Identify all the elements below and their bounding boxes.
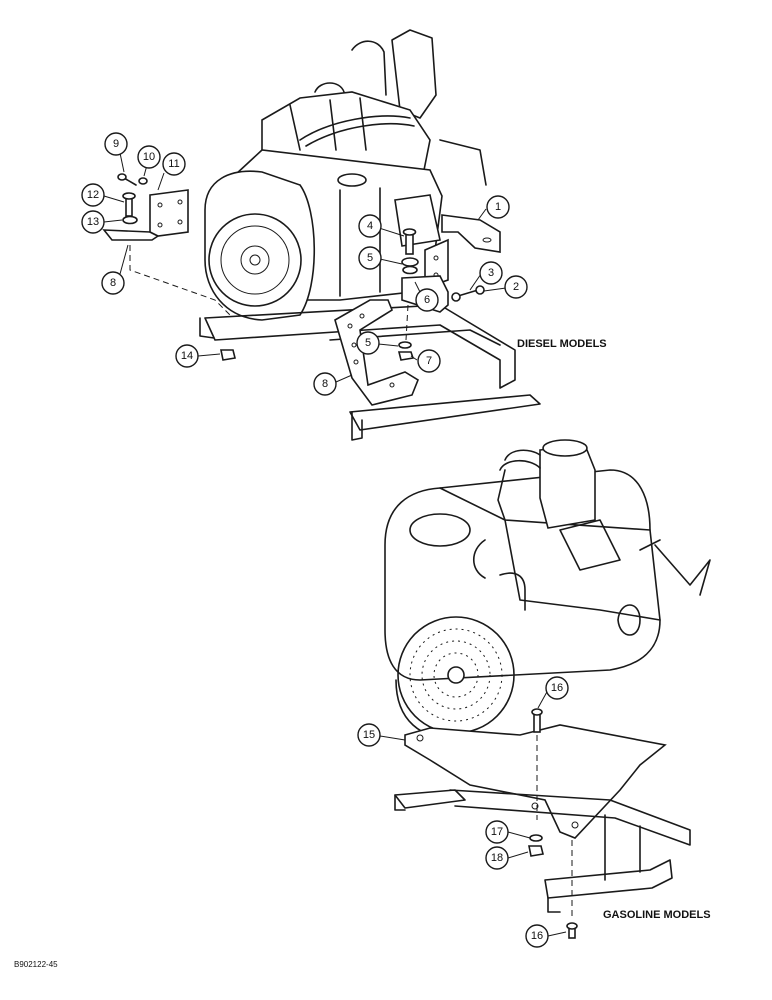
svg-text:5: 5 bbox=[365, 337, 371, 349]
callout-15: 15 bbox=[357, 723, 381, 747]
diesel-models-caption: DIESEL MODELS bbox=[517, 338, 607, 350]
svg-text:1: 1 bbox=[495, 201, 501, 213]
svg-text:12: 12 bbox=[87, 189, 99, 201]
svg-text:11: 11 bbox=[168, 158, 179, 170]
svg-text:13: 13 bbox=[87, 216, 99, 228]
svg-text:10: 10 bbox=[143, 151, 155, 163]
svg-text:14: 14 bbox=[181, 350, 193, 362]
callout-1: 1 bbox=[486, 195, 510, 219]
figure-reference: B902122-45 bbox=[14, 960, 58, 969]
svg-text:2: 2 bbox=[513, 281, 519, 293]
callout-12: 12 bbox=[81, 183, 105, 207]
callout-9: 9 bbox=[104, 132, 128, 156]
svg-text:4: 4 bbox=[367, 220, 373, 232]
right-mount-brackets bbox=[334, 214, 501, 406]
callout-10: 10 bbox=[137, 145, 161, 169]
svg-text:6: 6 bbox=[424, 294, 430, 306]
svg-text:18: 18 bbox=[491, 852, 503, 864]
gasoline-mount-plate bbox=[404, 708, 667, 939]
callout-5-upper: 5 bbox=[358, 246, 382, 270]
gasoline-frame bbox=[394, 789, 691, 913]
callout-13: 13 bbox=[81, 210, 105, 234]
callout-16-lower: 16 bbox=[525, 924, 549, 948]
diesel-engine bbox=[204, 29, 487, 321]
gasoline-models-caption: GASOLINE MODELS bbox=[603, 909, 711, 921]
svg-text:7: 7 bbox=[426, 355, 432, 367]
svg-text:3: 3 bbox=[488, 267, 494, 279]
svg-text:8: 8 bbox=[322, 378, 328, 390]
diesel-frame bbox=[199, 304, 541, 441]
svg-text:15: 15 bbox=[363, 729, 375, 741]
callout-18: 18 bbox=[485, 846, 509, 870]
nut-14 bbox=[220, 349, 236, 361]
callout-8-left: 8 bbox=[101, 271, 125, 295]
gasoline-engine bbox=[384, 439, 711, 741]
callout-leaders bbox=[103, 152, 567, 937]
svg-text:17: 17 bbox=[491, 826, 503, 838]
left-mount-bracket bbox=[102, 173, 231, 316]
svg-text:5: 5 bbox=[367, 252, 373, 264]
callout-7: 7 bbox=[417, 349, 441, 373]
callout-16-upper: 16 bbox=[545, 676, 569, 700]
callout-2: 2 bbox=[504, 275, 528, 299]
svg-text:16: 16 bbox=[551, 682, 563, 694]
callout-11: 11 bbox=[162, 152, 186, 176]
callout-6: 6 bbox=[415, 288, 439, 312]
callout-3: 3 bbox=[479, 261, 503, 285]
callout-17: 17 bbox=[485, 820, 509, 844]
callout-4: 4 bbox=[358, 214, 382, 238]
callout-8-right: 8 bbox=[313, 372, 337, 396]
svg-text:16: 16 bbox=[531, 930, 543, 942]
callout-5-lower: 5 bbox=[356, 331, 380, 355]
callout-14: 14 bbox=[175, 344, 199, 368]
svg-text:8: 8 bbox=[110, 277, 116, 289]
svg-text:9: 9 bbox=[113, 138, 119, 150]
